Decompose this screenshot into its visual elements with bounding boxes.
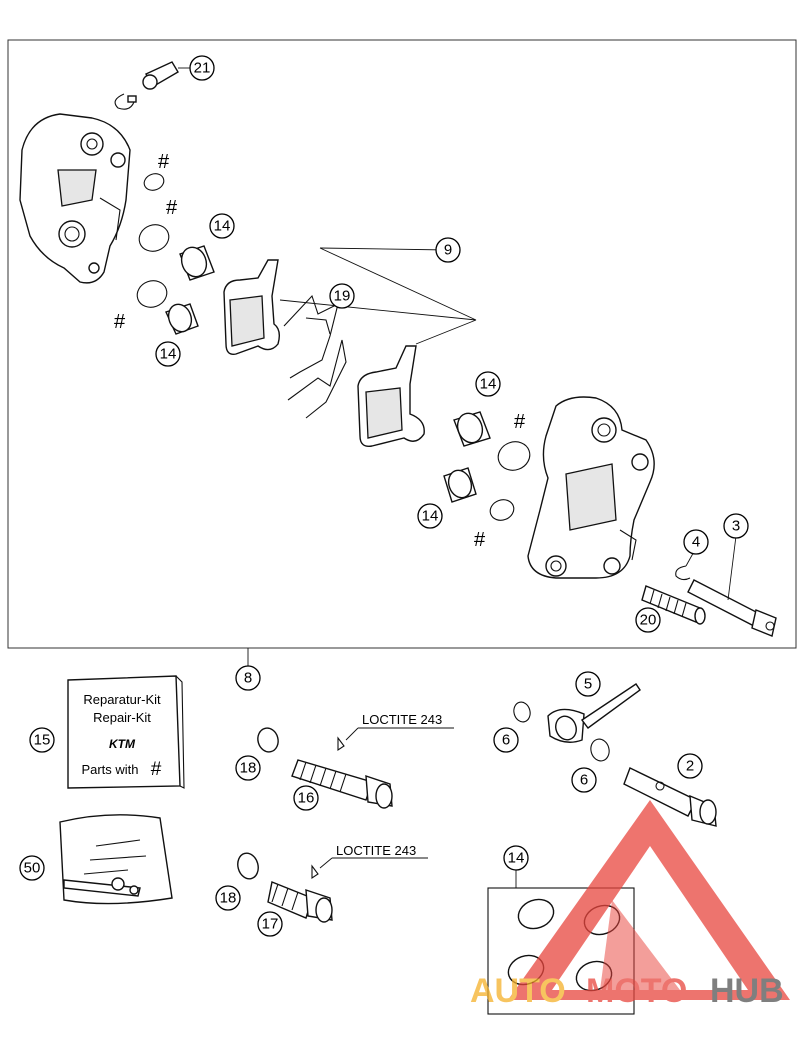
seal-ring — [489, 499, 515, 521]
svg-text:14: 14 — [214, 218, 231, 235]
callout-14: 14 — [503, 845, 529, 871]
seal-ring — [138, 224, 170, 252]
repair-kit-line2: Repair-Kit — [93, 710, 151, 725]
watermark-text-moto: MOTO — [586, 972, 687, 1010]
callout-4: 4 — [683, 529, 709, 555]
svg-text:15: 15 — [34, 732, 51, 749]
callout-2: 2 — [677, 753, 703, 779]
callout-17: 17 — [257, 911, 283, 937]
washer — [237, 852, 259, 880]
callout-6: 6 — [571, 767, 597, 793]
callout-3: 3 — [723, 513, 749, 539]
repair-kit-box: Reparatur-Kit Repair-Kit KTM Parts with … — [67, 675, 185, 789]
callout-5: 5 — [575, 671, 601, 697]
seal-ring — [143, 173, 165, 191]
hash-mark: # — [114, 311, 126, 333]
brake-pad — [357, 345, 425, 447]
svg-text:14: 14 — [508, 850, 525, 867]
svg-text:9: 9 — [444, 242, 452, 259]
watermark-triangle-logo — [508, 800, 790, 1000]
callout-9: 9 — [435, 237, 461, 263]
svg-text:17: 17 — [262, 916, 279, 933]
svg-text:18: 18 — [220, 890, 237, 907]
callout-50: 50 — [19, 855, 45, 881]
seal-ring — [136, 280, 168, 308]
svg-text:14: 14 — [480, 376, 497, 393]
watermark-text-auto: AUTO — [470, 972, 566, 1010]
brake-hose-banjo — [513, 683, 641, 762]
svg-text:20: 20 — [640, 612, 657, 629]
svg-text:6: 6 — [502, 732, 510, 749]
svg-text:18: 18 — [240, 760, 257, 777]
brake-pad — [223, 259, 281, 355]
piston — [179, 245, 215, 281]
callout-20: 20 — [635, 607, 661, 633]
callout-6: 6 — [493, 727, 519, 753]
callout-14: 14 — [209, 213, 235, 239]
automotohub-watermark: AUTO MOTO HUB — [470, 800, 790, 1010]
hash-mark: # — [514, 411, 526, 433]
piston — [165, 303, 199, 335]
hash-mark: # — [158, 151, 170, 173]
callout-8: 8 — [235, 665, 261, 691]
pad-spring — [283, 294, 347, 419]
callout-21: 21 — [189, 55, 215, 81]
piston — [443, 467, 477, 503]
svg-text:16: 16 — [298, 790, 315, 807]
callout-18: 18 — [215, 885, 241, 911]
svg-text:19: 19 — [334, 288, 351, 305]
banjo-bolt — [623, 767, 717, 827]
caliper-bolt-short — [267, 881, 333, 923]
washer — [257, 727, 279, 753]
repair-kit-line3: Parts with — [81, 762, 138, 777]
hash-mark: # — [166, 197, 178, 219]
parts-bag — [59, 814, 173, 905]
svg-text:3: 3 — [732, 518, 740, 535]
repair-kit-hash: # — [151, 759, 162, 780]
seal-ring — [497, 441, 531, 471]
callout-19: 19 — [329, 283, 355, 309]
loctite-label: LOCTITE 243 — [336, 843, 416, 858]
callout-16: 16 — [293, 785, 319, 811]
svg-text:5: 5 — [584, 676, 592, 693]
repair-kit-line1: Reparatur-Kit — [83, 692, 161, 707]
svg-text:2: 2 — [686, 758, 694, 775]
callout-15: 15 — [29, 727, 55, 753]
loctite-label: LOCTITE 243 — [362, 712, 442, 727]
hash-mark: # — [474, 529, 486, 551]
retaining-clip — [675, 565, 691, 581]
upper-assembly-frame — [7, 39, 797, 649]
piston — [453, 411, 491, 447]
callout-14: 14 — [417, 503, 443, 529]
svg-text:50: 50 — [24, 860, 41, 877]
caliper-bolt-long — [291, 759, 393, 809]
callout-14: 14 — [155, 341, 181, 367]
ktm-logo: KTM — [109, 737, 136, 751]
svg-text:21: 21 — [194, 60, 211, 77]
svg-text:14: 14 — [422, 508, 439, 525]
svg-text:8: 8 — [244, 670, 252, 687]
caliper-half-right — [527, 396, 655, 579]
svg-text:14: 14 — [160, 346, 177, 363]
svg-text:6: 6 — [580, 772, 588, 789]
caliper-half-left — [19, 113, 131, 284]
slide-pin — [687, 579, 777, 637]
threaded-pin — [641, 585, 706, 625]
watermark-text-hub: HUB — [710, 972, 784, 1010]
svg-text:4: 4 — [692, 534, 700, 551]
callout-14: 14 — [475, 371, 501, 397]
callout-18: 18 — [235, 755, 261, 781]
bleed-screw — [114, 61, 179, 110]
